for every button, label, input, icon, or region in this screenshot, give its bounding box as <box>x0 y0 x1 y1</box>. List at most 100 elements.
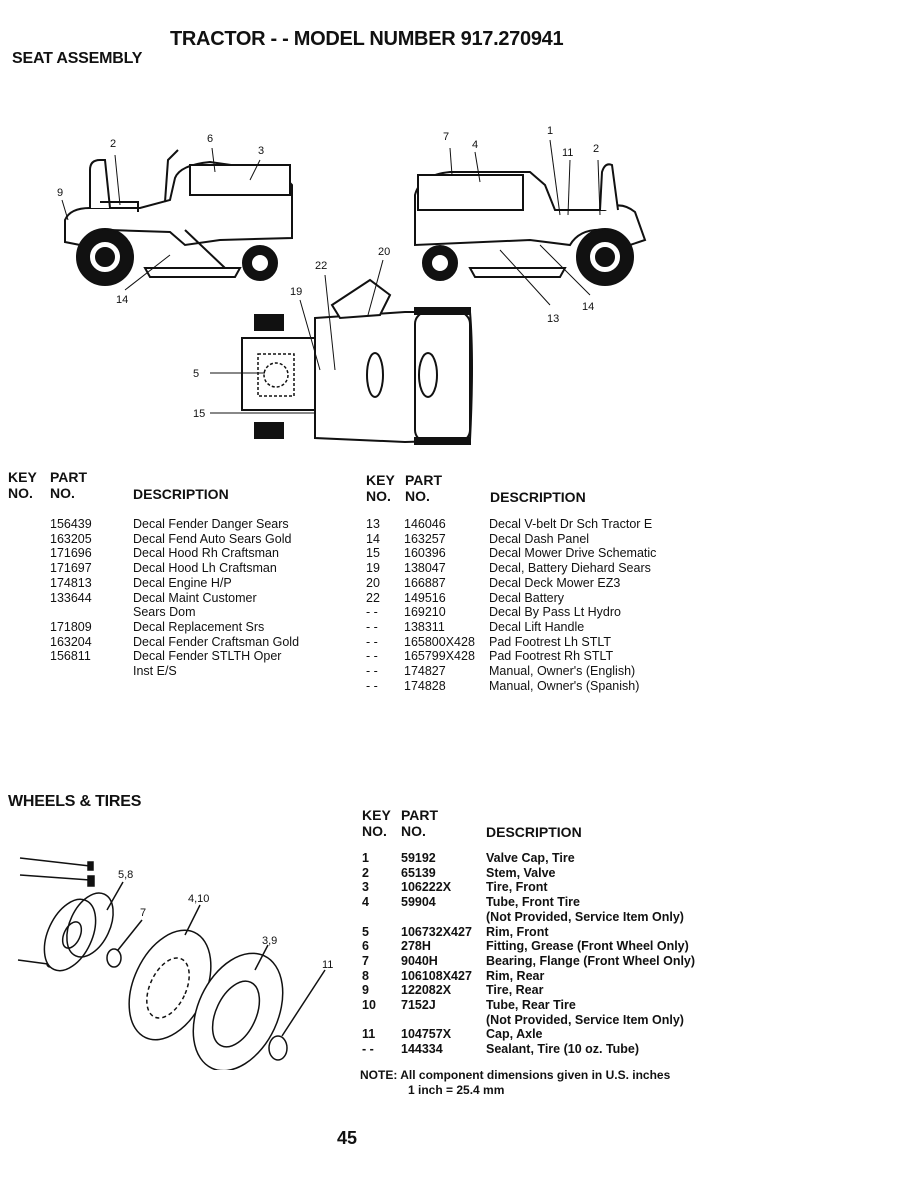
cell-desc: Tube, Rear Tire <box>486 998 576 1013</box>
cell-key: - - <box>366 605 378 620</box>
callout-5: 5 <box>193 368 199 380</box>
part-header-line2: NO. <box>50 485 75 501</box>
cell-key: 19 <box>366 561 380 576</box>
cell-desc: Decal Lift Handle <box>489 619 585 634</box>
wheels-desc-header: DESCRIPTION <box>486 824 582 840</box>
cell-desc: Decal Dash Panel <box>489 531 590 546</box>
seat-assembly-diagram: 2 6 3 9 14 7 4 1 11 2 20 22 19 14 13 5 1… <box>57 125 647 445</box>
cell-desc: Decal Battery <box>489 590 565 605</box>
wheels-key-header: KEY NO. <box>362 807 391 839</box>
cell-part: 106222X <box>401 880 452 895</box>
table-row: 163204 Decal Fender Craftsman Gold <box>50 635 350 650</box>
cell-desc: Decal Replacement Srs <box>133 619 265 634</box>
cell-key: 10 <box>362 998 376 1013</box>
cell-part: 65139 <box>401 865 436 880</box>
cell-part: 163257 <box>404 531 446 546</box>
cell-part: 133644 <box>50 590 92 605</box>
cell-key: 4 <box>362 895 369 910</box>
cell-desc: Decal Hood Rh Craftsman <box>133 546 279 561</box>
cell-key <box>362 1013 401 1028</box>
cell-key: - - <box>362 1042 374 1057</box>
cell-part: 165800X428 <box>404 634 475 649</box>
cell-desc: Sealant, Tire (10 oz. Tube) <box>486 1042 640 1057</box>
cell-desc: Decal V-belt Dr Sch Tractor E <box>489 517 653 531</box>
cell-desc: Sears Dom <box>133 605 196 620</box>
callout-14-left: 14 <box>116 294 128 306</box>
cell-part: 9040H <box>401 953 438 968</box>
table-row: 171809 Decal Replacement Srs <box>50 620 350 635</box>
cell-desc: Bearing, Flange (Front Wheel Only) <box>486 953 696 968</box>
cell-part: 138047 <box>404 561 446 576</box>
callout-4: 4 <box>472 139 478 151</box>
tractor-left-view <box>64 149 293 286</box>
cell-part: 146046 <box>404 517 446 531</box>
table-row: 10 7152J Tube, Rear Tire <box>362 998 712 1013</box>
seat-right-key-header: KEY NO. <box>366 472 395 504</box>
cell-key: - - <box>366 634 378 649</box>
cell-key: 3 <box>362 880 369 895</box>
cell-desc: (Not Provided, Service Item Only) <box>486 909 684 924</box>
cell-desc: Decal Maint Customer <box>133 590 257 605</box>
cell-part: 149516 <box>404 590 446 605</box>
cell-part: 171809 <box>50 619 92 634</box>
cell-part: 174813 <box>50 575 92 590</box>
callout-6: 6 <box>207 133 213 145</box>
cell-part: 122082X <box>401 983 452 998</box>
cell-desc: Decal By Pass Lt Hydro <box>489 605 621 620</box>
note-conversion: 1 inch = 25.4 mm <box>408 1083 505 1097</box>
cell-part: 59904 <box>401 895 436 910</box>
cell-part <box>50 605 133 620</box>
cell-part: 163204 <box>50 634 92 649</box>
seat-right-desc-header: DESCRIPTION <box>490 489 586 505</box>
wheels-tires-heading: WHEELS & TIRES <box>8 793 142 810</box>
callout-2-right: 2 <box>593 143 599 155</box>
cell-part: 106732X427 <box>401 924 472 939</box>
callout-5-8: 5,8 <box>118 869 133 881</box>
key-header-line2: NO. <box>362 823 387 839</box>
part-header-line1: PART <box>405 472 443 488</box>
table-row: 133644 Decal Maint Customer <box>50 591 350 606</box>
table-row: (Not Provided, Service Item Only) <box>362 1013 712 1028</box>
cell-desc: Tube, Front Tire <box>486 895 580 910</box>
cell-part: 174828 <box>404 678 446 693</box>
cell-part: 7152J <box>401 998 436 1013</box>
cell-part: 138311 <box>404 619 445 634</box>
seat-left-part-header: PART NO. <box>50 469 87 501</box>
cell-key: 5 <box>362 924 369 939</box>
cell-key: 9 <box>362 983 369 998</box>
table-row: (Not Provided, Service Item Only) <box>362 910 712 925</box>
cell-desc: Tire, Front <box>486 880 548 895</box>
part-header-line2: NO. <box>405 488 430 504</box>
callout-9: 9 <box>57 187 63 199</box>
seat-left-key-header: KEY NO. <box>8 469 37 501</box>
cell-desc: Pad Footrest Lh STLT <box>489 634 612 649</box>
cell-desc: Cap, Axle <box>486 1027 543 1042</box>
cell-key <box>362 910 401 925</box>
cell-desc: Decal Fender STLTH Oper <box>133 649 282 664</box>
cell-key: 8 <box>362 968 369 983</box>
table-row: Inst E/S <box>50 664 350 679</box>
cell-desc: Valve Cap, Tire <box>486 851 575 865</box>
callout-11: 11 <box>562 147 573 159</box>
cell-desc: Decal Fend Auto Sears Gold <box>133 531 292 546</box>
cell-desc: Decal Fender Craftsman Gold <box>133 634 300 649</box>
cell-key: - - <box>366 664 378 679</box>
part-header-line1: PART <box>401 807 439 823</box>
callout-3-9: 3,9 <box>262 935 277 947</box>
part-header-line1: PART <box>50 469 88 485</box>
table-row: 4 59904 Tube, Front Tire <box>362 895 712 910</box>
wheels-tires-diagram: 5,8 7 4,10 3,9 11 <box>17 857 333 1070</box>
callout-3: 3 <box>258 145 264 157</box>
callout-19: 19 <box>290 286 302 298</box>
cell-key: 22 <box>366 590 380 605</box>
callout-7: 7 <box>443 131 449 143</box>
